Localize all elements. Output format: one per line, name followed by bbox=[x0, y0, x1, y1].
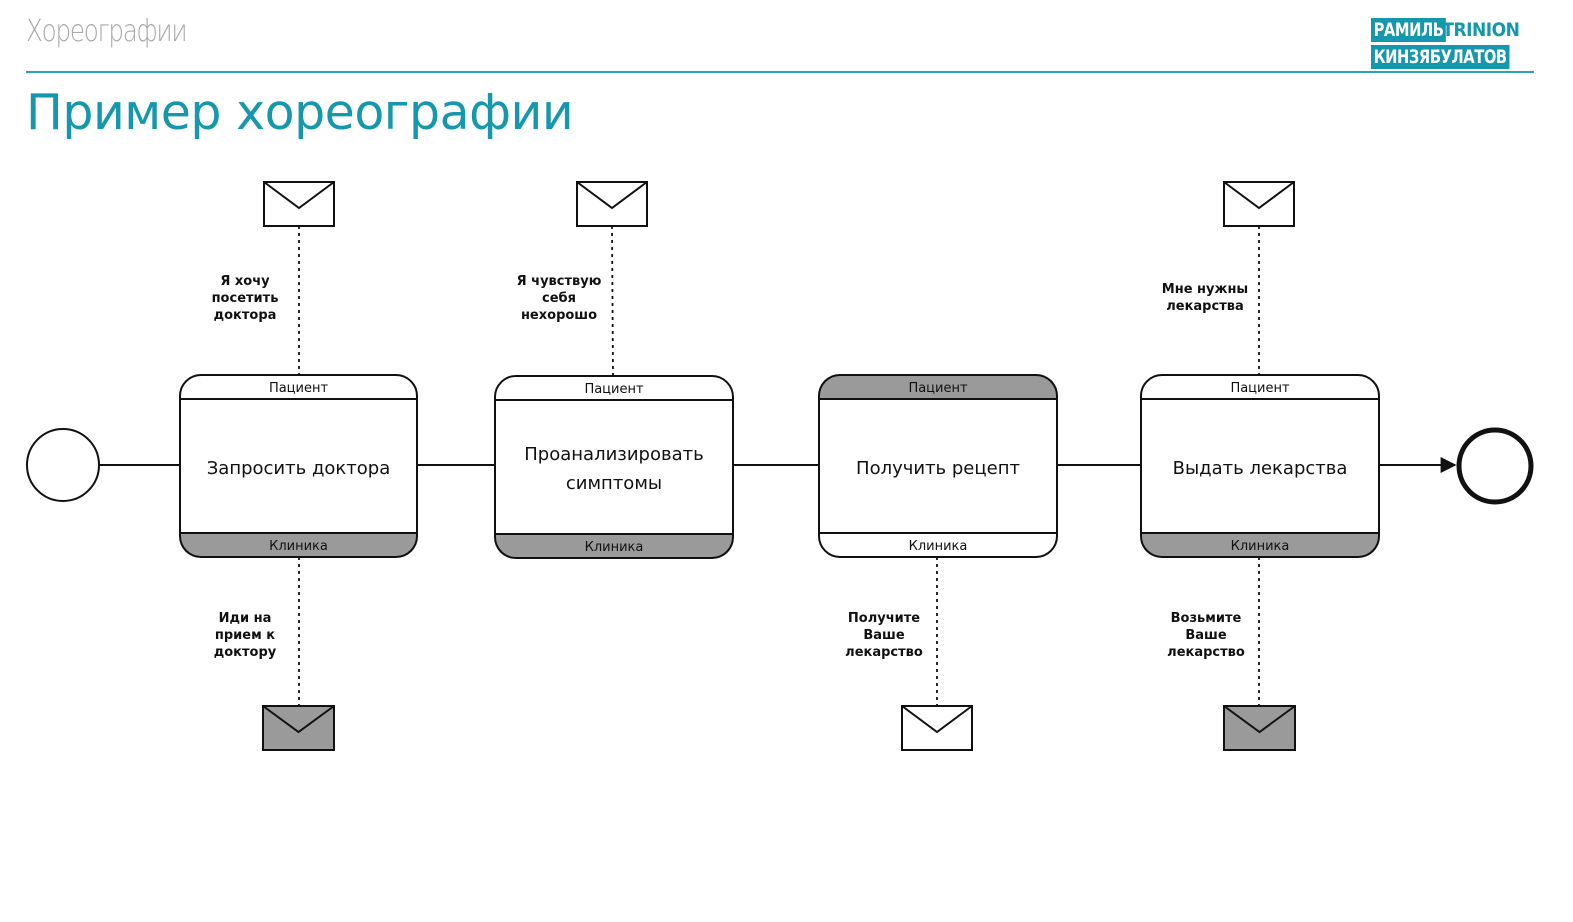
logo-text-name: РАМИЛЬ bbox=[1371, 18, 1447, 42]
message-label-top-1: Я хочу посетить доктора bbox=[212, 274, 279, 323]
task-1-bottom-participant: Клиника bbox=[269, 539, 328, 554]
task-1-bottom-band bbox=[180, 533, 417, 557]
svg-text:себя: себя bbox=[542, 291, 576, 306]
task-issue-medicine: Пациент Выдать лекарства Клиника bbox=[1140, 374, 1380, 558]
page-title: Пример хореографии bbox=[26, 84, 574, 141]
task-2-top-participant: Пациент bbox=[584, 382, 644, 397]
svg-text:Возьмите: Возьмите bbox=[1171, 611, 1242, 626]
task-2-bottom-participant: Клиника bbox=[585, 540, 644, 555]
envelope-icon bbox=[576, 181, 648, 227]
end-event bbox=[1456, 427, 1534, 505]
envelope-icon bbox=[901, 705, 973, 751]
svg-text:Иди на: Иди на bbox=[219, 611, 272, 626]
svg-text:прием к: прием к bbox=[215, 628, 275, 643]
header-divider bbox=[26, 71, 1534, 73]
task-3-outline bbox=[818, 374, 1058, 558]
svg-text:лекарства: лекарства bbox=[1166, 299, 1243, 314]
svg-text:нехорошо: нехорошо bbox=[521, 308, 597, 323]
svg-text:посетить: посетить bbox=[212, 291, 279, 306]
envelope-icon bbox=[1223, 705, 1296, 751]
start-event bbox=[26, 428, 100, 502]
task-3-label: Получить рецепт bbox=[856, 458, 1020, 479]
task-4-outline bbox=[1140, 374, 1380, 558]
section-label: Хореографии bbox=[26, 14, 188, 49]
task-3-bottom-band bbox=[819, 533, 1057, 557]
message-label-top-2: Я чувствую себя нехорошо bbox=[517, 274, 602, 323]
task-4-bottom-participant: Клиника bbox=[1231, 539, 1290, 554]
association-top-2 bbox=[611, 225, 614, 377]
task-1-top-band bbox=[180, 375, 417, 399]
svg-text:Я хочу: Я хочу bbox=[220, 274, 270, 289]
task-2-label-line-2: симптомы bbox=[566, 473, 662, 494]
task-2-label-line-1: Проанализировать bbox=[524, 444, 703, 465]
task-4-bottom-band bbox=[1141, 533, 1379, 557]
message-label-top-3: Мне нужны лекарства bbox=[1162, 282, 1248, 314]
task-2-top-band bbox=[495, 376, 733, 400]
envelope-icon bbox=[262, 705, 335, 751]
svg-text:лекарство: лекарство bbox=[845, 645, 923, 660]
task-3-bottom-participant: Клиника bbox=[909, 539, 968, 554]
task-1-label: Запросить доктора bbox=[207, 458, 390, 479]
task-1-top-participant: Пациент bbox=[269, 381, 329, 396]
svg-text:Ваше: Ваше bbox=[1185, 628, 1226, 643]
message-label-bottom-1: Иди на прием к доктору bbox=[214, 611, 277, 660]
task-analyze-symptoms: Пациент Проанализировать симптомы Клиник… bbox=[494, 375, 734, 559]
task-1-outline bbox=[179, 374, 418, 558]
task-2-bottom-band bbox=[495, 534, 733, 558]
task-4-top-band bbox=[1141, 375, 1379, 399]
svg-text:доктору: доктору bbox=[214, 645, 277, 660]
svg-text:Ваше: Ваше bbox=[863, 628, 904, 643]
task-3-top-band bbox=[819, 375, 1057, 399]
task-4-top-participant: Пациент bbox=[1230, 381, 1290, 396]
logo-text-surname: КИНЗЯБУЛАТОВ bbox=[1371, 45, 1510, 69]
task-4-label: Выдать лекарства bbox=[1173, 458, 1348, 479]
task-3-top-participant: Пациент bbox=[908, 381, 968, 396]
logo-text-brand: TRINION bbox=[1442, 19, 1520, 41]
logo-line-2: КИНЗЯБУЛАТОВ bbox=[1371, 45, 1534, 69]
svg-text:лекарство: лекарство bbox=[1167, 645, 1245, 660]
svg-text:доктора: доктора bbox=[214, 308, 277, 323]
task-request-doctor: Пациент Запросить доктора Клиника bbox=[179, 374, 418, 558]
svg-text:Мне нужны: Мне нужны bbox=[1162, 282, 1248, 297]
message-label-bottom-3: Возьмите Ваше лекарство bbox=[1167, 611, 1245, 660]
svg-text:Я чувствую: Я чувствую bbox=[517, 274, 602, 289]
svg-text:Получите: Получите bbox=[848, 611, 920, 626]
task-get-prescription: Пациент Получить рецепт Клиника bbox=[818, 374, 1058, 558]
envelope-icon bbox=[1223, 181, 1295, 227]
envelope-icon bbox=[263, 181, 335, 227]
task-2-outline bbox=[494, 375, 734, 559]
message-label-bottom-2: Получите Ваше лекарство bbox=[845, 611, 923, 660]
